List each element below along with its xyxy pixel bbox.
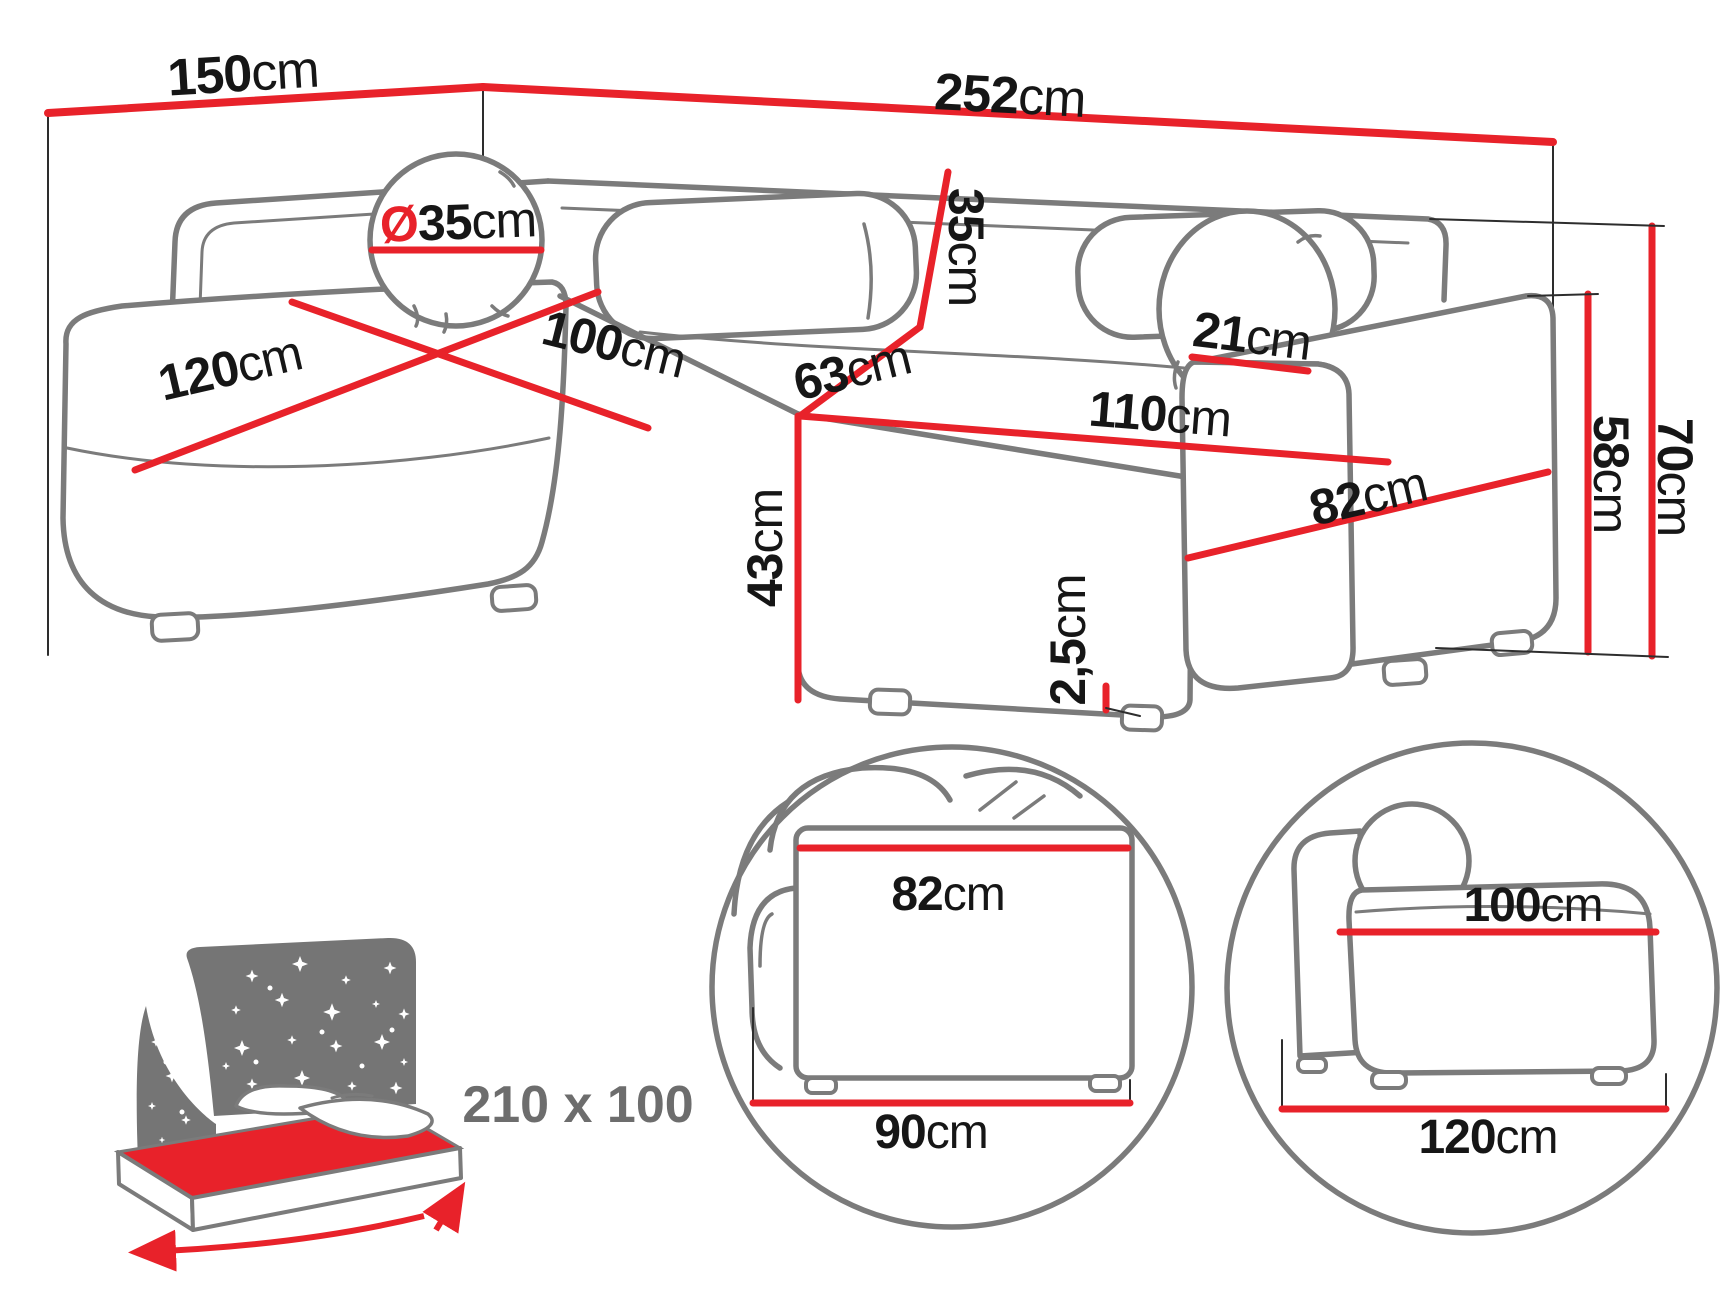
dim-label-21: 21cm bbox=[1190, 301, 1314, 371]
dim-line-150 bbox=[44, 83, 487, 117]
bed-arrow-length bbox=[128, 1213, 425, 1272]
ext-line-2-5-pointer bbox=[1105, 707, 1141, 717]
sofa-drawing bbox=[60, 151, 1559, 733]
dim-label-43: 43cm bbox=[737, 489, 793, 607]
detail-right-label-bottom: 120cm bbox=[1418, 1111, 1557, 1164]
dim-label-2-5: 2,5cm bbox=[1040, 574, 1096, 705]
dim-label-70: 70cm bbox=[1647, 418, 1703, 536]
backrest-top-edge bbox=[545, 178, 1449, 303]
detail-left-arm-edge bbox=[747, 885, 799, 1071]
detail-circle-left bbox=[709, 744, 1195, 1230]
detail-left-armrest-box bbox=[793, 825, 1135, 1081]
chaise-foot-right bbox=[489, 583, 539, 613]
armrest-front-face bbox=[1179, 359, 1356, 692]
back-cushion-left bbox=[592, 190, 920, 342]
sleeping-area-label: 210 x 100 bbox=[462, 1076, 693, 1134]
bed-mattress-side-front bbox=[190, 1146, 463, 1232]
sleeping-area-icon: 210 x 100 bbox=[113, 937, 694, 1272]
dim-label-35-backrest: 35cm bbox=[938, 188, 994, 306]
detail-view-corner-module: 100cm 120cm bbox=[1224, 740, 1720, 1236]
dim-label-58: 58cm bbox=[1583, 415, 1639, 533]
dim-line-100 bbox=[288, 298, 652, 432]
detail-left-cushion-arcs bbox=[731, 764, 1083, 917]
dim-line-110 bbox=[796, 412, 1392, 466]
dimension-lines bbox=[131, 168, 1656, 714]
ext-line-bottom bbox=[1435, 647, 1669, 658]
wall-dimension-lines bbox=[44, 83, 1557, 656]
armrest-foot-back bbox=[1489, 628, 1535, 658]
detail-view-armrest: 82cm 90cm bbox=[709, 744, 1195, 1230]
detail-right-backrest bbox=[1291, 828, 1369, 1059]
bed-arrow-width bbox=[422, 1181, 466, 1234]
detail-right-backrest-foot bbox=[1296, 1056, 1328, 1074]
seat-cushion-seam bbox=[638, 330, 1186, 370]
seat-foot-right bbox=[1119, 703, 1165, 733]
dim-label-252: 252cm bbox=[933, 63, 1087, 129]
chaise-foot-left bbox=[149, 611, 201, 643]
ext-line-70-top bbox=[1429, 218, 1665, 227]
detail-left-arm-inner bbox=[758, 912, 774, 968]
detail-right-label-top: 100cm bbox=[1463, 879, 1602, 932]
seat-foot-left bbox=[867, 687, 913, 717]
back-cushion-left-crease bbox=[862, 222, 873, 320]
dim-line-21 bbox=[1188, 353, 1312, 375]
detail-left-foot-b bbox=[1088, 1074, 1122, 1093]
detail-right-foot-a bbox=[1370, 1070, 1408, 1090]
extension-lines bbox=[1105, 218, 1669, 717]
round-pillow-creases bbox=[412, 170, 516, 334]
chaise-seat-front-edge bbox=[65, 436, 551, 469]
detail-right-foot-b bbox=[1590, 1066, 1628, 1086]
dim-line-120 bbox=[131, 288, 602, 474]
armrest-foot-front bbox=[1381, 657, 1429, 687]
chaise-backrest-outline bbox=[167, 178, 551, 371]
bed-duvet-pillows bbox=[234, 1084, 434, 1140]
seat-front-face bbox=[795, 411, 1195, 720]
detail-circle-right bbox=[1224, 740, 1720, 1236]
dim-line-63 bbox=[796, 323, 924, 420]
detail-left-foot-a bbox=[804, 1076, 838, 1095]
dim-line-35-backrest bbox=[916, 168, 952, 331]
dimension-labels: 150cm 252cm Ø35cm 120cm 100cm 63cm 35cm … bbox=[153, 40, 1703, 705]
dim-label-110: 110cm bbox=[1087, 381, 1233, 448]
ext-line-58-top bbox=[1527, 293, 1599, 297]
dim-label-pillow-diameter: Ø35cm bbox=[379, 191, 537, 252]
detail-right-seat-contour bbox=[1354, 904, 1652, 916]
dim-line-82 bbox=[1184, 468, 1552, 562]
seat-corner-edge bbox=[557, 293, 801, 417]
detail-left-label-top: 82cm bbox=[891, 868, 1004, 921]
chaise-backrest-inner bbox=[196, 206, 470, 364]
detail-left-label-bottom: 90cm bbox=[874, 1106, 987, 1159]
dim-label-82: 82cm bbox=[1304, 455, 1432, 536]
dim-label-63: 63cm bbox=[788, 329, 916, 412]
dim-label-150: 150cm bbox=[166, 40, 320, 107]
bed-headboard-panel bbox=[186, 937, 416, 1116]
dim-line-252 bbox=[479, 83, 1557, 146]
round-pillow bbox=[367, 151, 545, 329]
